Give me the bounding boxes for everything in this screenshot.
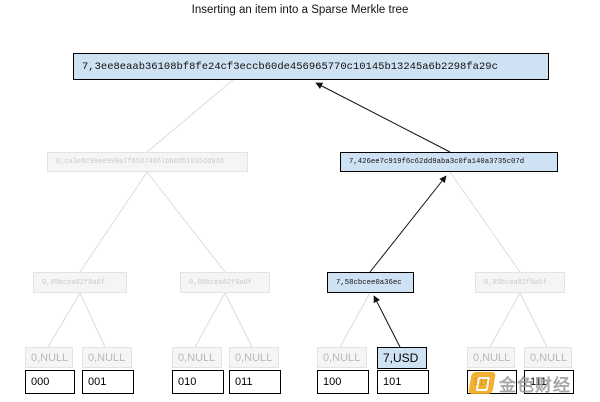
edge-l2c-leaf4	[339, 292, 371, 348]
edge-l2b-leaf2	[194, 292, 226, 348]
edge-l2a-leaf1	[79, 292, 106, 348]
watermark: 金色财经	[468, 366, 596, 400]
leaf-index-0: 000	[25, 370, 75, 394]
edge-l2b-leaf3	[224, 292, 253, 348]
edge-root-l1a	[146, 79, 234, 153]
level2-hash-1: 0,05bcea82f0a6f	[189, 278, 253, 287]
arrow-leaf5-l2c	[373, 295, 401, 348]
level2-node-3: 0,05bcea82f0a6f	[475, 272, 565, 293]
leaf-value-0: 0,NULL	[25, 347, 73, 368]
level2-hash-3: 0,05bcea82f0a6f	[484, 278, 548, 287]
edge-l2a-leaf0	[47, 292, 81, 348]
level1-node-right: 7,426ee7c919f6c62dd9aba3c0fa140a3735c07d	[340, 152, 558, 172]
level2-node-2: 7,58cbcee0a36ec	[327, 272, 414, 293]
level2-node-1: 0,05bcea82f0a6f	[180, 272, 270, 293]
leaf-value-6: 0,NULL	[467, 347, 515, 368]
edge-l2d-leaf7	[519, 292, 548, 348]
leaf-index-3: 011	[229, 370, 281, 394]
leaf-value-7: 0,NULL	[524, 347, 572, 368]
leaf-value-3: 0,NULL	[229, 347, 279, 368]
level1-node-left: 0,ca3e8c99ee999a7f6537406lbb0d51935dd936	[47, 152, 248, 172]
leaf-index-7: 111	[524, 370, 574, 394]
level1-hash-left: 0,ca3e8c99ee999a7f6537406lbb0d51935dd936	[56, 158, 225, 166]
edge-l2d-leaf6	[489, 292, 521, 348]
leaf-index-4: 100	[317, 370, 369, 394]
leaf-value-1: 0,NULL	[82, 347, 132, 368]
leaf-index-5: 101	[377, 370, 429, 394]
edge-l1b-l2d	[449, 171, 521, 273]
level2-hash-2: 7,58cbcee0a36ec	[336, 278, 402, 287]
level2-node-0: 0,05bcea82f0a6f	[33, 272, 127, 293]
leaf-value-4: 0,NULL	[317, 347, 367, 368]
watermark-text: 金色财经	[499, 375, 571, 395]
edge-l1a-l2b	[146, 171, 226, 273]
leaf-value-2: 0,NULL	[172, 347, 222, 368]
jinse-logo-icon	[468, 372, 496, 394]
diagram-title: Inserting an item into a Sparse Merkle t…	[191, 4, 409, 16]
leaf-index-1: 001	[82, 370, 134, 394]
leaf-index-2: 010	[172, 370, 224, 394]
root-hash: 7,3ee8eaab36108bf8fe24cf3eccb60de4569657…	[82, 60, 498, 73]
edge-l1a-l2a	[79, 171, 148, 273]
level2-hash-0: 0,05bcea82f0a6f	[42, 278, 106, 287]
arrow-l2c-l1b	[369, 175, 447, 273]
root-node: 7,3ee8eaab36108bf8fe24cf3eccb60de4569657…	[73, 53, 549, 80]
arrow-l1b-root	[315, 82, 451, 153]
level1-hash-right: 7,426ee7c919f6c62dd9aba3c0fa140a3735c07d	[349, 158, 525, 166]
leaf-value-5: 7,USD	[377, 347, 427, 369]
